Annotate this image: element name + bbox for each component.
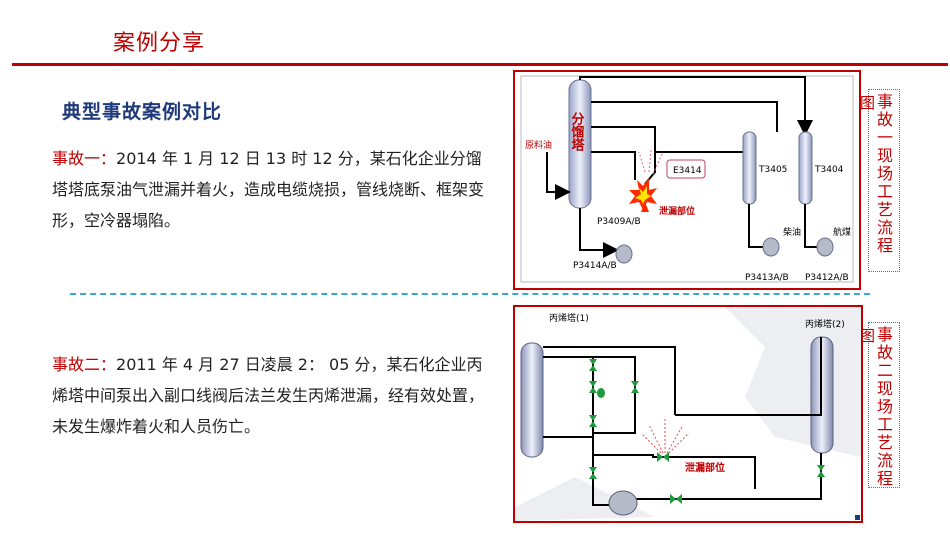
- jet-label: 航煤: [833, 226, 851, 238]
- feed-label: 原料油: [525, 139, 552, 151]
- t3404-tower: [798, 131, 813, 205]
- figure-2-caption: 图 事故二现场工艺流程: [860, 322, 900, 488]
- process-diagram-1-svg: 分馏塔 原料油 E3414 T3405 T3404 P3409A/B 泄漏部位: [520, 75, 854, 283]
- leak-label-2: 泄漏部位: [685, 461, 725, 474]
- accident-1-text: 2014 年 1 月 12 日 13 时 12 分，某石化企业分馏塔塔底泵油气泄…: [52, 149, 485, 230]
- accident-1-label: 事故一：: [52, 149, 117, 168]
- pump-p3414-icon: [615, 244, 633, 264]
- figure-1-caption: 图 事故一现场工艺流程: [860, 89, 900, 272]
- p3412-label: P3412A/B: [805, 273, 849, 283]
- fire-burst-icon: [629, 149, 664, 212]
- process-diagram-2-svg: 丙烯塔(1) 丙烯塔(2): [515, 307, 861, 521]
- accident-1-paragraph: 事故一：2014 年 1 月 12 日 13 时 12 分，某石化企业分馏塔塔底…: [52, 143, 492, 236]
- tower-2-label: 丙烯塔(2): [805, 318, 845, 330]
- tower-1-label: 丙烯塔(1): [549, 312, 589, 324]
- t3405-tower: [742, 131, 757, 205]
- fractionator-label: 分馏塔: [569, 111, 586, 151]
- accident-2-process-diagram: 丙烯塔(1) 丙烯塔(2): [513, 305, 863, 523]
- accident-2-text: 2011 年 4 月 27 日凌晨 2： 05 分，某石化企业丙烯塔中间泵出入副…: [52, 355, 485, 436]
- leak-spray-icon: [640, 419, 690, 454]
- e3414-exchanger: [666, 159, 706, 179]
- diesel-label: 柴油: [783, 226, 801, 238]
- t3404-label: T3404: [814, 165, 844, 175]
- e3414-label: E3414: [673, 166, 702, 176]
- propylene-tower-1: [520, 342, 544, 458]
- figure-2-caption-text: 事故二现场工艺流程: [876, 325, 893, 488]
- p3413-label: P3413A/B: [745, 273, 789, 283]
- figure-1-caption-text: 事故一现场工艺流程: [876, 92, 893, 255]
- accident-2-label: 事故二：: [52, 355, 117, 374]
- figure-1-caption-lead: 图: [860, 94, 876, 112]
- leak-label-1: 泄漏部位: [659, 205, 695, 217]
- pump-p3412-icon: [816, 237, 834, 257]
- pump-p3413-icon: [762, 237, 780, 257]
- section-title: 典型事故案例对比: [62, 101, 223, 123]
- accident-2-paragraph: 事故二：2011 年 4 月 27 日凌晨 2： 05 分，某石化企业丙烯塔中间…: [52, 349, 492, 442]
- accident-1-process-diagram: 分馏塔 原料油 E3414 T3405 T3404 P3409A/B 泄漏部位: [513, 70, 861, 290]
- header-rule: [12, 63, 948, 66]
- pump-icon: [608, 490, 638, 516]
- valve-icon: [589, 359, 825, 504]
- figure-2-caption-lead: 图: [860, 327, 876, 345]
- p3414-label: P3414A/B: [573, 261, 617, 271]
- p3409-label: P3409A/B: [597, 217, 641, 227]
- page-title: 案例分享: [113, 31, 206, 56]
- section-divider: [70, 293, 870, 295]
- t3405-label: T3405: [758, 165, 787, 175]
